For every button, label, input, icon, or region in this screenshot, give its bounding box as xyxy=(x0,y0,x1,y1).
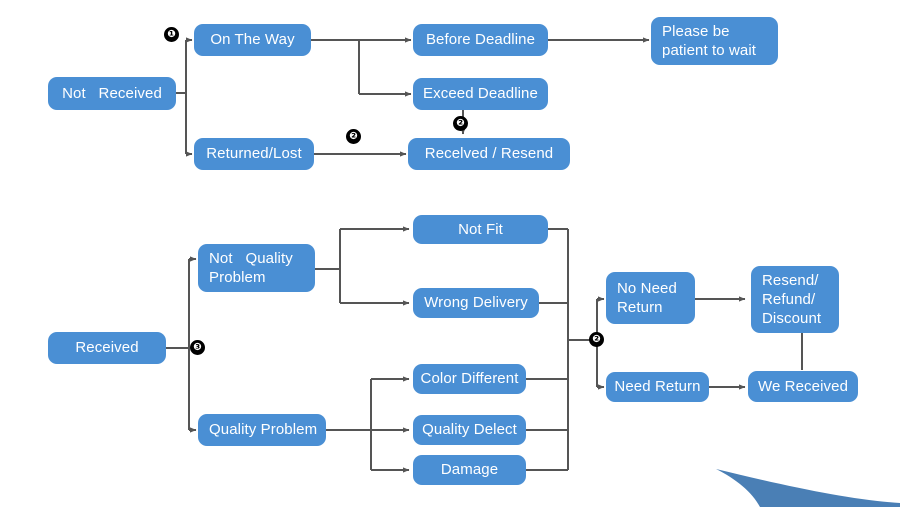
node-quality-problem[interactable]: Quality Problem xyxy=(198,414,326,446)
node-not-fit[interactable]: Not Fit xyxy=(413,215,548,244)
node-before-deadline[interactable]: Before Deadline xyxy=(413,24,548,56)
node-on-the-way[interactable]: On The Way xyxy=(194,24,311,56)
node-quality-delect[interactable]: Quality Delect xyxy=(413,415,526,445)
node-color-different[interactable]: Color Different xyxy=(413,364,526,394)
node-not-quality-problem[interactable]: Not Quality Problem xyxy=(198,244,315,292)
badge-one: ❶ xyxy=(164,27,179,42)
badge-two-return: ❷ xyxy=(589,332,604,347)
badge-two-exceed: ❷ xyxy=(453,116,468,131)
node-wrong-delivery[interactable]: Wrong Delivery xyxy=(413,288,539,318)
node-resend-refund-discount[interactable]: Resend/ Refund/ Discount xyxy=(751,266,839,333)
node-no-need-return[interactable]: No Need Return xyxy=(606,272,695,324)
node-received[interactable]: Received xyxy=(48,332,166,364)
badge-two-returned: ❷ xyxy=(346,129,361,144)
node-not-received[interactable]: Not Received xyxy=(48,77,176,110)
node-please-be-patient[interactable]: Please be patient to wait xyxy=(651,17,778,65)
badge-three: ❸ xyxy=(190,340,205,355)
node-received-resend[interactable]: Recelved / Resend xyxy=(408,138,570,170)
node-returned-lost[interactable]: Returned/Lost xyxy=(194,138,314,170)
node-damage[interactable]: Damage xyxy=(413,455,526,485)
node-need-return[interactable]: Need Return xyxy=(606,372,709,402)
node-exceed-deadline[interactable]: Exceed Deadline xyxy=(413,78,548,110)
node-we-received[interactable]: We Received xyxy=(748,371,858,402)
